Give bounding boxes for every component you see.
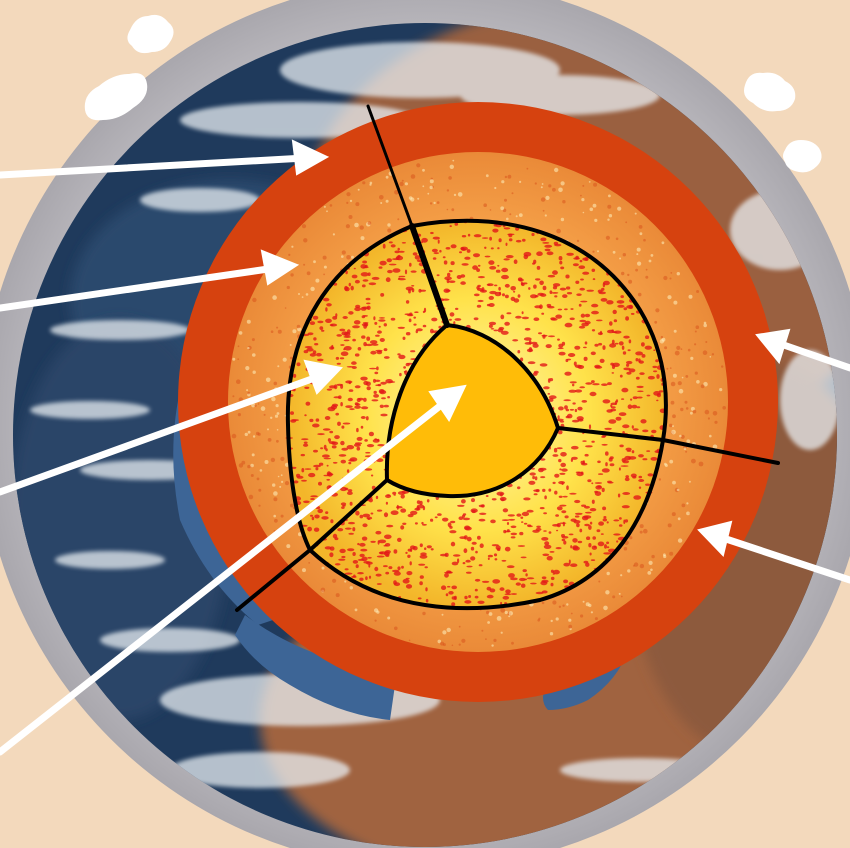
cut-line-right-inner xyxy=(556,426,665,442)
arrow-crust-right xyxy=(697,520,850,584)
cut-line-left-inner xyxy=(308,478,389,552)
layer-core xyxy=(384,322,561,499)
arrow-crust-left xyxy=(0,139,330,179)
cut-line-right-outer xyxy=(661,438,780,465)
arrow-ocean-right xyxy=(755,328,850,372)
arrow-lower-mantle xyxy=(0,359,343,496)
cutaway-lines xyxy=(235,104,780,612)
cut-line-top-outer xyxy=(366,104,414,228)
cloud-decorations xyxy=(84,14,822,173)
arrow-upper-mantle xyxy=(0,249,300,312)
pointer-arrows xyxy=(0,139,850,756)
cut-line-left-outer xyxy=(235,548,312,612)
lower-mantle-texture xyxy=(285,219,667,607)
arrow-core xyxy=(0,384,467,756)
cut-line-top-inner xyxy=(409,223,450,328)
